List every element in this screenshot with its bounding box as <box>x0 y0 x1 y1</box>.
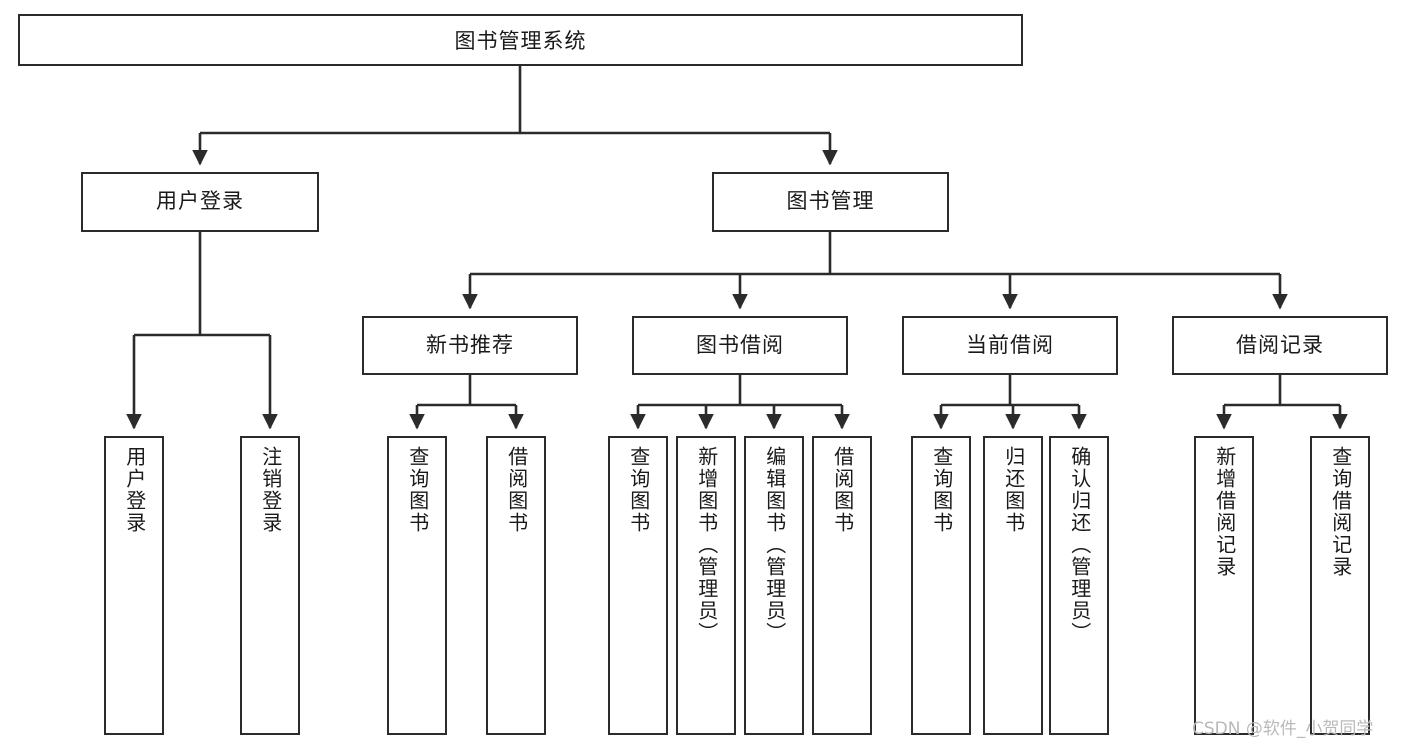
node-label: 当前借阅 <box>966 332 1054 357</box>
node-book-borrowing[interactable]: 图书借阅 <box>632 316 848 375</box>
node-user-login[interactable]: 用户登录 <box>81 172 319 232</box>
node-label: 借阅图书 <box>830 446 855 534</box>
node-leaf-current-return-book[interactable]: 归还图书 <box>983 436 1043 735</box>
node-label: 图书管理 <box>786 189 875 214</box>
node-new-book-recommendation[interactable]: 新书推荐 <box>362 316 578 375</box>
node-leaf-borrow-query-book[interactable]: 查询图书 <box>608 436 668 735</box>
node-label: 查询图书 <box>929 446 954 534</box>
node-root-book-management-system[interactable]: 图书管理系统 <box>18 14 1023 66</box>
node-label: 新书推荐 <box>426 332 514 357</box>
node-label: 编辑图书（管理员） <box>762 446 787 644</box>
node-leaf-rec-borrow-book[interactable]: 借阅图书 <box>486 436 546 735</box>
node-leaf-borrow-edit-book[interactable]: 编辑图书（管理员） <box>744 436 804 735</box>
node-label: 新增图书（管理员） <box>694 446 719 644</box>
node-leaf-rec-query-book[interactable]: 查询图书 <box>387 436 447 735</box>
node-borrowing-records[interactable]: 借阅记录 <box>1172 316 1388 375</box>
node-leaf-user-logout[interactable]: 注销登录 <box>240 436 300 735</box>
node-leaf-user-login[interactable]: 用户登录 <box>104 436 164 735</box>
node-leaf-borrow-borrow-book[interactable]: 借阅图书 <box>812 436 872 735</box>
node-leaf-current-query-book[interactable]: 查询图书 <box>911 436 971 735</box>
node-current-borrowing[interactable]: 当前借阅 <box>902 316 1118 375</box>
node-label: 归还图书 <box>1001 446 1026 534</box>
node-leaf-current-confirm-return[interactable]: 确认归还（管理员） <box>1049 436 1109 735</box>
node-label: 借阅记录 <box>1236 332 1324 357</box>
node-label: 查询图书 <box>405 446 430 534</box>
watermark-text: CSDN @软件_小贺同学 <box>1192 719 1374 739</box>
node-label: 借阅图书 <box>504 446 529 534</box>
node-leaf-record-add-record[interactable]: 新增借阅记录 <box>1194 436 1254 735</box>
node-label: 查询图书 <box>626 446 651 534</box>
node-leaf-record-query-record[interactable]: 查询借阅记录 <box>1310 436 1370 735</box>
node-label: 查询借阅记录 <box>1328 446 1353 578</box>
node-label: 图书管理系统 <box>454 29 587 53</box>
node-label: 确认归还（管理员） <box>1067 446 1092 644</box>
node-label: 图书借阅 <box>696 332 784 357</box>
node-label: 新增借阅记录 <box>1212 446 1237 578</box>
node-label: 注销登录 <box>258 446 283 534</box>
node-label: 用户登录 <box>122 446 147 534</box>
node-leaf-borrow-add-book[interactable]: 新增图书（管理员） <box>676 436 736 735</box>
node-book-management[interactable]: 图书管理 <box>712 172 949 232</box>
node-label: 用户登录 <box>156 189 244 214</box>
